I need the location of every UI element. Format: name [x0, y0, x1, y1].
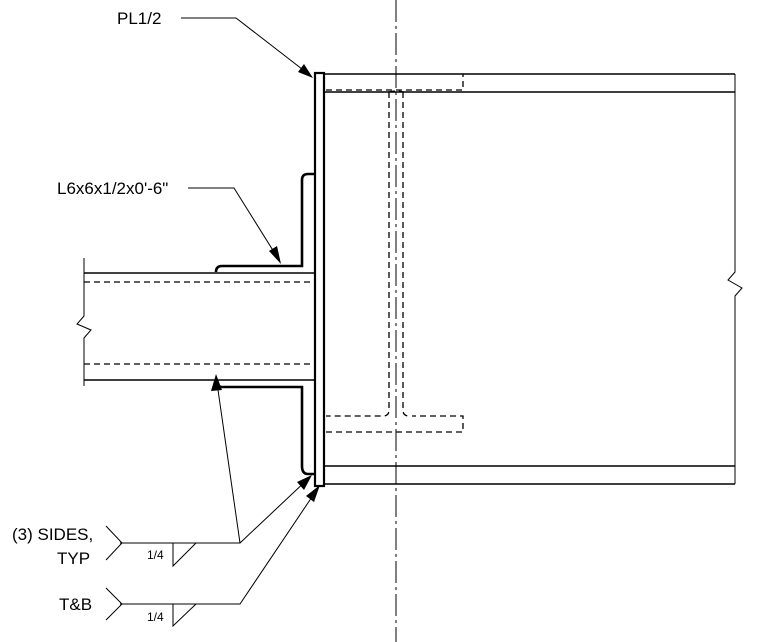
weld-leader-three-sides — [105, 374, 312, 568]
column-member — [316, 73, 743, 485]
angle-label: L6x6x1/2x0'-6" — [57, 179, 168, 198]
weld2-label: T&B — [59, 595, 92, 614]
weld2-size: 1/4 — [147, 610, 164, 624]
end-plate — [313, 71, 326, 488]
bottom-angle — [214, 380, 315, 476]
top-angle — [214, 172, 315, 273]
hidden-section — [326, 74, 464, 433]
angle-leader — [188, 187, 281, 264]
weld1-label-line2: TYP — [57, 549, 90, 568]
weld1-label-line1: (3) SIDES, — [12, 525, 93, 544]
plate-label: PL1/2 — [117, 9, 161, 28]
weld1-size: 1/4 — [147, 548, 164, 562]
beam-member — [76, 258, 315, 386]
plate-leader — [181, 17, 313, 78]
weld-leader-tb — [105, 485, 320, 628]
